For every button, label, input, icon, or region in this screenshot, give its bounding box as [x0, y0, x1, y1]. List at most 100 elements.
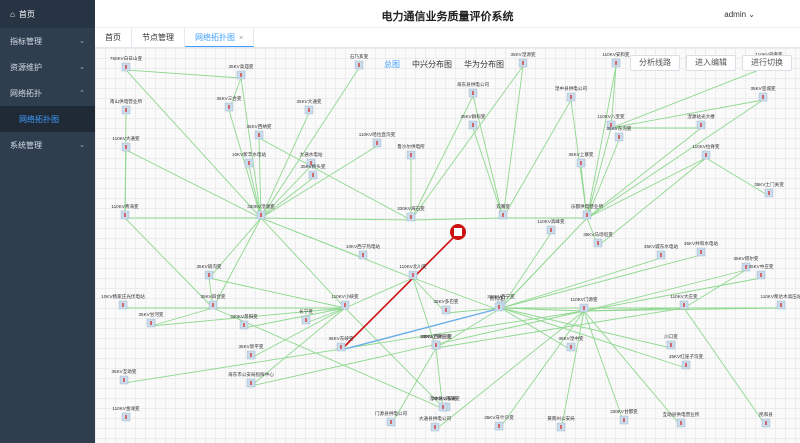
link-line[interactable]	[586, 139, 620, 219]
sidebar-item-topology[interactable]: 网络拓扑 ⌃	[0, 80, 95, 106]
sidebar-subitem-topology-map[interactable]: 网络拓扑图	[0, 106, 95, 132]
topology-node[interactable]: 35KV桥头变	[300, 163, 326, 180]
link-line[interactable]	[500, 217, 588, 309]
topology-node[interactable]: 大通县供电公司	[419, 415, 452, 432]
topology-node[interactable]: 35KV四合变	[200, 293, 226, 310]
link-line[interactable]	[435, 307, 685, 349]
link-line[interactable]	[683, 307, 767, 427]
link-line[interactable]	[248, 165, 262, 219]
topology-node[interactable]: 330KV湟源变	[247, 203, 275, 220]
topology-node[interactable]: 35KV硝沟变	[196, 263, 222, 280]
link-line[interactable]	[500, 307, 672, 349]
link-line[interactable]	[502, 99, 572, 219]
link-line[interactable]	[412, 277, 447, 314]
link-line[interactable]	[125, 69, 262, 219]
topology-node[interactable]: 互助县供电营业所	[663, 411, 700, 428]
topology-node[interactable]: 35KV城东水电站	[644, 243, 679, 260]
topology-node[interactable]: 湟中县公安局	[429, 395, 457, 412]
sidebar-item-resources[interactable]: 资源维护 ⌄	[0, 54, 95, 80]
topology-node[interactable]: 南山供电营业所	[110, 98, 143, 115]
link-line[interactable]	[260, 217, 412, 221]
link-line[interactable]	[610, 99, 764, 129]
link-line[interactable]	[586, 99, 764, 219]
analyze-button[interactable]: 分析线路	[630, 55, 680, 71]
topology-node[interactable]: 35KV西纳变	[246, 123, 272, 140]
topology-node[interactable]: 110KV拉脊变	[692, 143, 720, 160]
sidebar-home[interactable]: ⌂ 首页	[0, 0, 95, 28]
link-line[interactable]	[586, 65, 617, 219]
topology-node[interactable]: 110KV大通变	[112, 135, 140, 152]
topology-node[interactable]: 10KV杨家庄光伏电站	[101, 293, 145, 310]
topology-canvas[interactable]: 750KV白日山变石乃亥变35KV高庙变35KV湟源变110KV安和变110KV…	[95, 48, 800, 443]
topology-node[interactable]: 110KV大庄变	[670, 293, 698, 310]
link-line[interactable]	[410, 65, 524, 221]
topology-node[interactable]: 35KV湟源变	[510, 51, 536, 68]
topology-node[interactable]: 10KV西宁热电站	[346, 243, 381, 260]
topology-node[interactable]: 110KV柴达木高压站	[760, 293, 800, 310]
link-line[interactable]	[410, 95, 474, 221]
link-line[interactable]	[243, 307, 346, 329]
link-line[interactable]	[212, 307, 447, 411]
link-line[interactable]	[412, 277, 437, 349]
topology-node[interactable]: 35KV塔尔变	[733, 255, 759, 272]
link-line[interactable]	[250, 310, 585, 387]
link-line[interactable]	[583, 307, 782, 312]
user-menu[interactable]: admin ⌄	[724, 10, 755, 19]
topology-node[interactable]: 乐都供电营业所	[571, 203, 604, 220]
topology-node[interactable]: 海东县供电公司	[457, 81, 490, 98]
link-line[interactable]	[212, 217, 262, 309]
topology-node[interactable]: 35KV马场垣变	[583, 231, 613, 248]
sidebar-item-indicators[interactable]: 指标管理 ⌄	[0, 28, 95, 54]
link-line[interactable]	[435, 347, 444, 411]
link-line[interactable]	[150, 307, 346, 327]
link-line[interactable]	[500, 257, 662, 309]
link-line[interactable]	[502, 65, 524, 219]
topology-node[interactable]: 35KV互助变	[111, 368, 137, 385]
link-line[interactable]	[260, 217, 414, 279]
link-line[interactable]	[610, 65, 770, 129]
topology-node[interactable]: 35KV高庙变	[228, 63, 254, 80]
topology-node[interactable]: 110KV高峰变	[537, 218, 565, 235]
link-line-highlight[interactable]	[340, 307, 502, 351]
link-line[interactable]	[390, 347, 437, 426]
topology-node[interactable]: 黄南州公安局	[547, 415, 575, 432]
link-line[interactable]	[208, 217, 262, 279]
tab-topology-map[interactable]: 网络拓扑图×	[185, 28, 255, 47]
link-line[interactable]	[258, 137, 262, 219]
link-line[interactable]	[260, 165, 312, 219]
link-line[interactable]	[586, 127, 612, 219]
link-line[interactable]	[258, 137, 412, 221]
topology-node[interactable]: 110KV安和变	[602, 51, 630, 68]
topology-node[interactable]: 330KV甘都变	[610, 408, 638, 425]
link-line[interactable]	[583, 310, 682, 427]
link-line[interactable]	[586, 157, 707, 219]
link-line[interactable]	[124, 149, 127, 219]
edit-button[interactable]: 进入编辑	[686, 55, 736, 71]
link-line[interactable]	[434, 310, 585, 431]
topology-node[interactable]: 35KV红崖子沟变	[669, 353, 704, 370]
link-line[interactable]	[498, 310, 585, 430]
link-line[interactable]	[260, 177, 314, 219]
link-line[interactable]	[580, 165, 588, 219]
link-line[interactable]	[583, 310, 625, 424]
topology-node[interactable]: 110KV哈拉直沟变	[359, 131, 396, 148]
link-line[interactable]	[500, 307, 572, 351]
link-line[interactable]	[472, 95, 504, 219]
link-line[interactable]	[610, 65, 617, 129]
link-line[interactable]	[410, 217, 504, 221]
topology-node[interactable]: 330KV海石变	[397, 205, 425, 222]
sidebar-item-system[interactable]: 系统管理 ⌄	[0, 132, 95, 158]
topology-node[interactable]: 35KV群科变	[460, 113, 486, 130]
topology-node[interactable]: 湟中县供电公司	[555, 85, 588, 102]
topology-node[interactable]: 110KV金滩变	[112, 405, 140, 422]
link-line[interactable]	[500, 307, 585, 312]
link-line[interactable]	[208, 277, 346, 309]
topology-node[interactable]: 35KV土门关变	[754, 181, 784, 198]
topology-node[interactable]: 110KV八宝变	[597, 113, 625, 130]
topology-node[interactable]: 长宁变	[299, 308, 313, 325]
topology-node[interactable]: 大通水电站	[300, 151, 323, 168]
link-line-alarm[interactable]	[340, 233, 458, 351]
tab-home[interactable]: 首页	[95, 28, 132, 47]
link-line[interactable]	[435, 307, 502, 349]
link-line[interactable]	[125, 149, 262, 219]
